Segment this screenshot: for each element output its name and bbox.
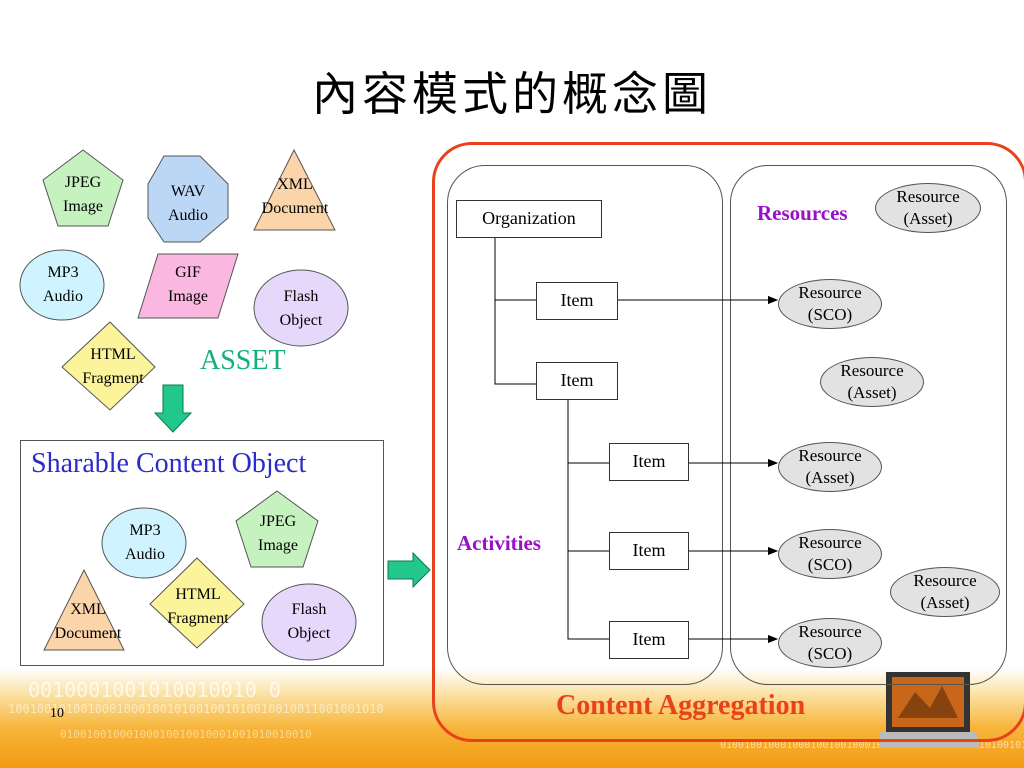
- binary-text-2: 1001001010010001000100101001001010010010…: [8, 702, 384, 716]
- jpeg-label: JPEG Image: [63, 174, 103, 215]
- resource-oval-4: Resource (Asset): [778, 442, 882, 492]
- right-arrow: [387, 551, 431, 589]
- flash-label: Flash Object: [279, 288, 323, 329]
- wav-label: WAV Audio: [168, 183, 208, 224]
- sco-jpeg-label: JPEG Image: [258, 513, 298, 554]
- sco-html-label: HTML Fragment: [167, 586, 229, 627]
- sco-title: Sharable Content Object: [31, 448, 307, 479]
- slide-title: 內容模式的概念圖: [312, 67, 712, 121]
- binary-text-3: 01001001000100010010010001001010010010: [60, 728, 312, 741]
- wav-octagon: [147, 155, 229, 243]
- organization-box: Organization: [456, 200, 602, 238]
- flash-oval: [253, 269, 349, 347]
- content-aggregation-label: Content Aggregation: [556, 690, 806, 721]
- down-arrow: [153, 384, 193, 433]
- item-box-1: Item: [536, 282, 618, 320]
- xml-triangle: [253, 148, 336, 231]
- item-box-4: Item: [609, 532, 689, 570]
- resource-oval-7: Resource (SCO): [778, 618, 882, 668]
- resource-oval-1: Resource (Asset): [875, 183, 981, 233]
- mp3-oval: [19, 249, 105, 321]
- sco-xml-label: XML Document: [54, 601, 122, 642]
- activities-label: Activities: [457, 531, 541, 555]
- content-aggregation-frame: [432, 142, 1024, 742]
- html-label: HTML Fragment: [82, 346, 144, 387]
- activities-panel: [447, 165, 723, 685]
- xml-label: XML Document: [261, 176, 329, 217]
- jpeg-pentagon: [42, 149, 124, 227]
- resource-oval-3: Resource (Asset): [820, 357, 924, 407]
- mp3-label: MP3 Audio: [43, 264, 83, 305]
- sco-mp3-label: MP3 Audio: [125, 522, 165, 563]
- resources-panel: [730, 165, 1007, 685]
- item-box-2: Item: [536, 362, 618, 400]
- slide-number: 10: [50, 706, 64, 721]
- asset-heading: ASSET: [200, 345, 286, 376]
- resource-oval-2: Resource (SCO): [778, 279, 882, 329]
- resource-oval-5: Resource (SCO): [778, 529, 882, 579]
- sco-flash-label: Flash Object: [287, 601, 331, 642]
- binary-text-4: 0100100100010001001001000100101001001000…: [720, 740, 1024, 751]
- html-diamond: [61, 321, 156, 411]
- item-box-5: Item: [609, 621, 689, 659]
- gif-parallelogram: [137, 253, 239, 319]
- resources-label: Resources: [757, 201, 848, 225]
- item-box-3: Item: [609, 443, 689, 481]
- gif-label: GIF Image: [168, 264, 208, 305]
- resource-oval-6: Resource (Asset): [890, 567, 1000, 617]
- binary-text-1: 0010001001010010010 0: [28, 678, 281, 702]
